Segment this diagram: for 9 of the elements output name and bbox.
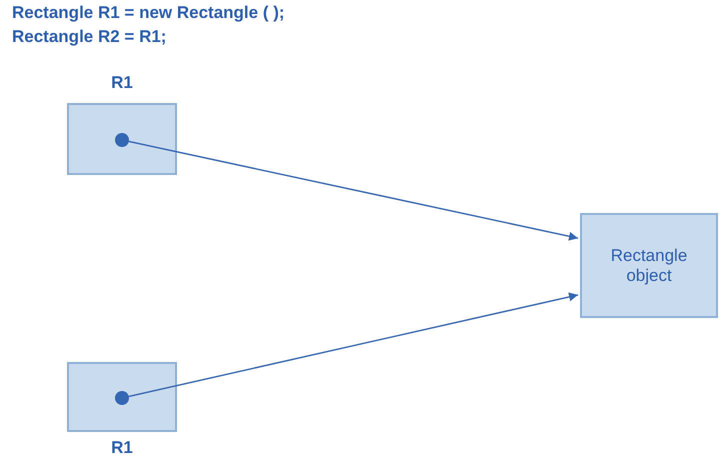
code-line: Rectangle R2 = R1; [12,27,166,47]
reference-dot [115,391,129,405]
variable-name: R1 [111,73,133,93]
arrow [128,140,578,241]
variable-name: R1 [111,438,133,458]
object-box: Rectangle object [580,213,718,318]
code-line: Rectangle R1 = new Rectangle ( ); [12,3,285,23]
arrow [128,292,578,398]
reference-dot [115,133,129,147]
